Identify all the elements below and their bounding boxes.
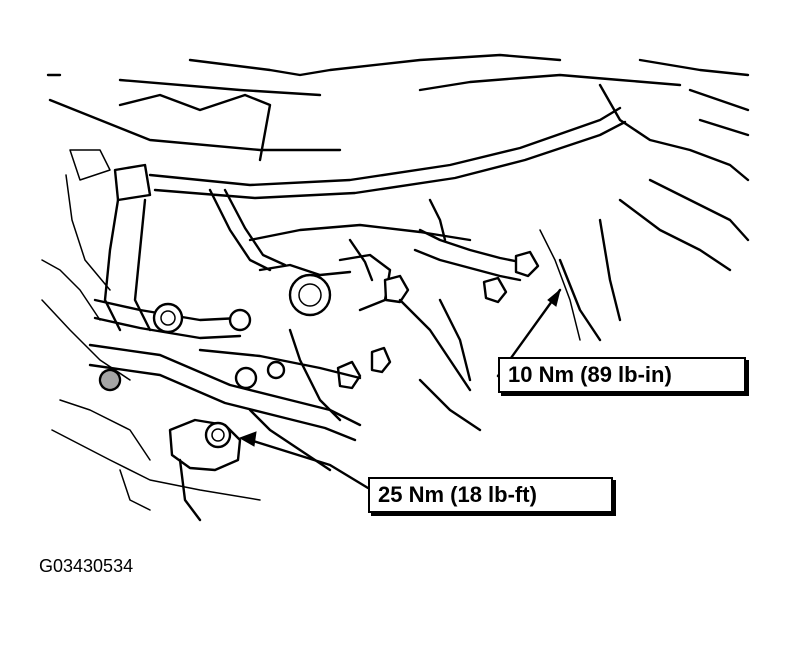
lower-bolt bbox=[168, 418, 242, 522]
engine-background-outlines bbox=[41, 53, 750, 511]
upper-hose bbox=[148, 106, 627, 200]
torque-callout-10nm: 10 Nm (89 lb-in) bbox=[498, 357, 746, 393]
left-tube-assembly bbox=[93, 163, 287, 340]
right-clamp-assembly bbox=[348, 198, 581, 432]
torque-label-25nm: 25 Nm (18 lb-ft) bbox=[378, 482, 537, 507]
torque-label-10nm: 10 Nm (89 lb-in) bbox=[508, 362, 672, 387]
figure-id-label: G03430534 bbox=[39, 556, 134, 576]
lower-rail bbox=[88, 343, 362, 472]
torque-callout-25nm: 25 Nm (18 lb-ft) bbox=[368, 477, 613, 513]
leader-lines bbox=[238, 288, 562, 490]
